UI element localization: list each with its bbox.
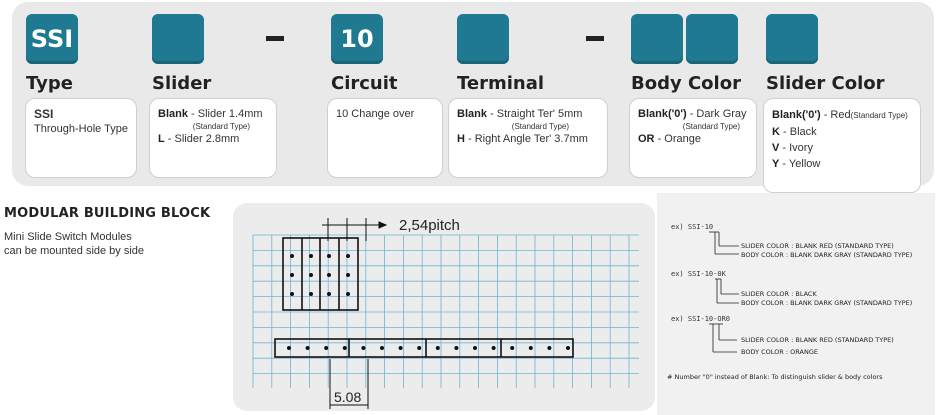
- terminal-title: Terminal: [457, 73, 545, 94]
- slider-option-note: (Standard Type): [192, 122, 250, 131]
- pin: [398, 346, 403, 350]
- separator-dash: [266, 36, 284, 41]
- example-code-2: ex) SSI-10-0K: [671, 270, 727, 278]
- pin: [361, 346, 366, 350]
- slider-code-box: [152, 14, 204, 64]
- circuit-title: Circuit: [331, 73, 398, 94]
- example-footnote: # Number "0" instead of Blank: To distin…: [667, 373, 883, 381]
- ordering-examples-panel: ex) SSI-10 SLIDER COLOR : BLANK RED (STA…: [657, 193, 935, 415]
- pin: [346, 292, 350, 296]
- pin: [309, 273, 313, 277]
- modular-diagram: 2,54pitch 5.08: [252, 217, 639, 409]
- terminal-code-box: [457, 14, 509, 64]
- slider-color-option: Y - Yellow: [772, 158, 821, 170]
- pin: [287, 346, 291, 350]
- body-color-title: Body Color: [631, 73, 741, 94]
- pin: [510, 346, 515, 350]
- pin: [290, 292, 294, 296]
- type-name: SSI: [34, 107, 54, 121]
- pin: [342, 346, 347, 350]
- body-color-card: Blank('0') - Dark Gray (Standard Type) O…: [629, 98, 757, 178]
- spacing-label: 5.08: [334, 389, 361, 405]
- terminal-card: Blank - Straight Ter' 5mm (Standard Type…: [448, 98, 608, 178]
- modular-title: MODULAR BUILDING BLOCK: [4, 206, 211, 221]
- slider-color-option: K - Black: [772, 126, 817, 138]
- body-color-option: Blank('0') - Dark Gray: [638, 108, 747, 120]
- circuit-text: 10 Change over: [336, 108, 415, 120]
- pin: [346, 254, 350, 258]
- pin: [327, 292, 331, 296]
- pin: [324, 346, 329, 350]
- example-1-body-color: BODY COLOR : BLANK DARK GRAY (STANDARD T…: [741, 251, 912, 259]
- example-code-1: ex) SSI-10: [671, 223, 713, 231]
- type-description: Through-Hole Type: [34, 123, 128, 135]
- pitch-marker: [322, 218, 388, 241]
- body-color-code-box-2: [686, 14, 738, 64]
- modular-line-1: Mini Slide Switch Modules: [4, 231, 132, 243]
- separator-dash: [586, 36, 604, 41]
- pitch-grid: [252, 234, 639, 388]
- slider-color-code-box: [766, 14, 818, 64]
- pin: [491, 346, 496, 350]
- pin: [290, 254, 294, 258]
- type-card: SSI Through-Hole Type: [25, 98, 137, 178]
- horizontal-switch-block: [274, 338, 574, 358]
- example-3-body-color: BODY COLOR : ORANGE: [741, 348, 818, 356]
- slider-option: Blank - Slider 1.4mm: [158, 108, 263, 120]
- horizontal-pins: [287, 346, 570, 350]
- example-3-slider-color: SLIDER COLOR : BLANK RED (STANDARD TYPE): [741, 336, 894, 344]
- example-code-3: ex) SSI-10-OR0: [671, 315, 730, 323]
- type-title: Type: [26, 73, 73, 94]
- body-color-option: OR - Orange: [638, 133, 701, 145]
- pin: [327, 254, 331, 258]
- modular-description: Mini Slide Switch Modules can be mounted…: [4, 230, 144, 258]
- spacing-dimension: [329, 359, 369, 409]
- pin: [435, 346, 440, 350]
- terminal-option: Blank - Straight Ter' 5mm: [457, 108, 583, 120]
- example-1-slider-color: SLIDER COLOR : BLANK RED (STANDARD TYPE): [741, 242, 894, 250]
- circuit-code-box: 10: [331, 14, 383, 64]
- vertical-switch-block: [282, 237, 359, 311]
- modular-diagram-panel: 2,54pitch 5.08: [233, 203, 655, 411]
- example-connectors: [709, 231, 739, 353]
- example-2-body-color: BODY COLOR : BLANK DARK GRAY (STANDARD T…: [741, 299, 912, 307]
- pin: [309, 254, 313, 258]
- pin: [309, 292, 313, 296]
- pin: [380, 346, 384, 350]
- type-code-text: SSI: [30, 25, 74, 53]
- slider-color-card: Blank('0') - Red(Standard Type) K - Blac…: [763, 98, 921, 193]
- pin: [327, 273, 331, 277]
- slider-option: L - Slider 2.8mm: [158, 133, 240, 145]
- body-color-option-note: (Standard Type): [682, 122, 740, 131]
- ordering-examples: ex) SSI-10 SLIDER COLOR : BLANK RED (STA…: [667, 223, 912, 381]
- pin: [346, 273, 350, 277]
- pin: [290, 273, 294, 277]
- body-color-code-box-1: [631, 14, 683, 64]
- circuit-card: 10 Change over: [327, 98, 443, 178]
- pin: [528, 346, 533, 350]
- modular-line-2: can be mounted side by side: [4, 245, 145, 257]
- pin: [547, 346, 552, 350]
- pin: [417, 346, 422, 350]
- pin: [566, 346, 570, 350]
- type-code-box: SSI: [26, 14, 78, 64]
- pitch-label: 2,54pitch: [399, 217, 460, 234]
- pin: [473, 346, 477, 350]
- circuit-code-text: 10: [340, 25, 374, 53]
- vertical-pins: [290, 254, 350, 296]
- terminal-option: H - Right Angle Ter' 3.7mm: [457, 133, 588, 145]
- slider-color-option: V - Ivory: [772, 142, 813, 154]
- slider-title: Slider: [152, 73, 212, 94]
- slider-color-option: Blank('0') - Red(Standard Type): [772, 109, 908, 121]
- example-2-slider-color: SLIDER COLOR : BLACK: [741, 290, 817, 298]
- pin: [305, 346, 310, 350]
- slider-card: Blank - Slider 1.4mm (Standard Type) L -…: [149, 98, 277, 178]
- terminal-option-note: (Standard Type): [511, 122, 569, 131]
- slider-color-title: Slider Color: [766, 73, 885, 94]
- pin: [454, 346, 459, 350]
